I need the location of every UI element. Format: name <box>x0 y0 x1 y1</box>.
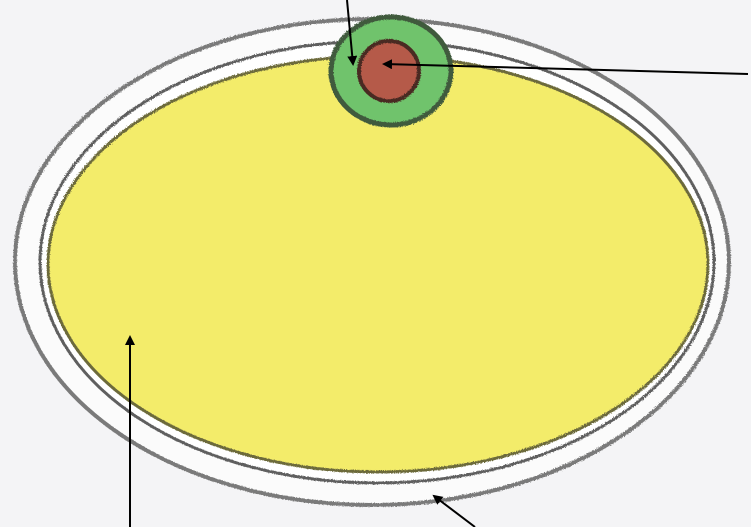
embryo-inner <box>359 41 419 101</box>
embryo <box>331 17 451 125</box>
